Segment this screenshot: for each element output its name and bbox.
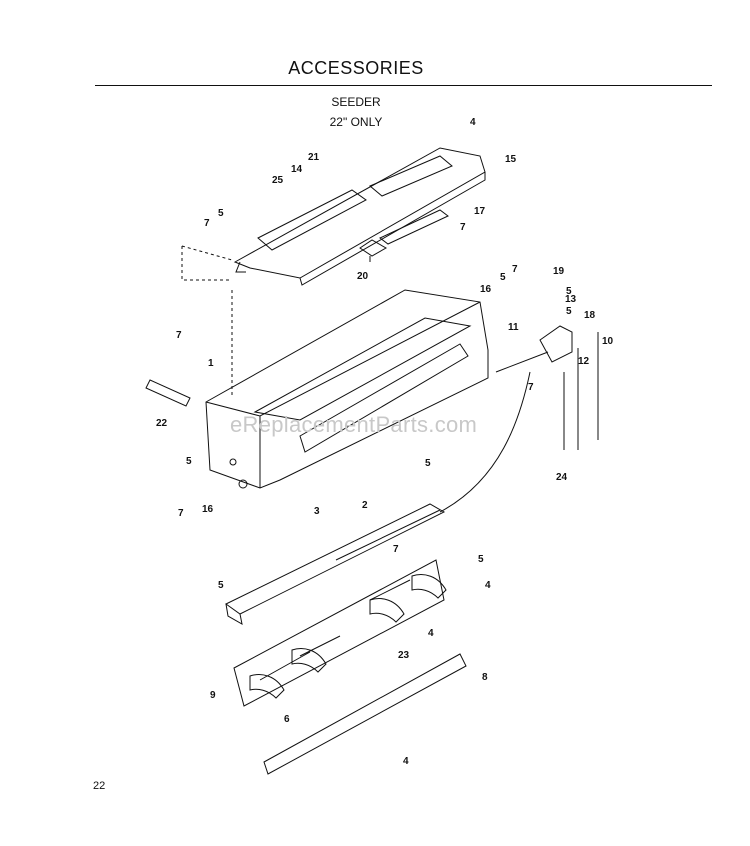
callout-4d: 4 bbox=[403, 756, 409, 767]
shaft-drawing bbox=[225, 503, 446, 625]
mount-plate-drawing bbox=[233, 559, 447, 707]
callout-5b: 5 bbox=[500, 272, 506, 283]
callout-4c: 4 bbox=[428, 628, 434, 639]
callout-13: 13 bbox=[565, 294, 577, 305]
callout-5e: 5 bbox=[186, 456, 192, 467]
callout-7e: 7 bbox=[528, 382, 534, 393]
callout-7a: 7 bbox=[460, 222, 466, 233]
callout-4b: 4 bbox=[485, 580, 491, 591]
page-number: 22 bbox=[93, 780, 106, 792]
callout-7g: 7 bbox=[393, 544, 399, 555]
callout-7b: 7 bbox=[204, 218, 210, 229]
callout-21: 21 bbox=[308, 152, 320, 163]
callout-7f: 7 bbox=[178, 508, 184, 519]
callout-4a: 4 bbox=[470, 117, 476, 128]
callout-14: 14 bbox=[291, 164, 303, 175]
callout-5a: 5 bbox=[218, 208, 224, 219]
plate-drawing bbox=[379, 209, 449, 245]
decal-drawing bbox=[145, 379, 191, 407]
callout-15: 15 bbox=[505, 154, 517, 165]
callout-16b: 16 bbox=[202, 504, 214, 515]
rod-drawing bbox=[495, 351, 549, 373]
callout-20: 20 bbox=[357, 271, 369, 282]
callout-5c: 5 bbox=[566, 286, 572, 297]
callout-12: 12 bbox=[578, 356, 590, 367]
seed-strip-drawing bbox=[263, 653, 467, 775]
callout-2: 2 bbox=[362, 500, 368, 511]
callout-11: 11 bbox=[508, 322, 519, 333]
bracket-drawing bbox=[359, 239, 388, 262]
callout-5d: 5 bbox=[566, 306, 572, 317]
callout-24: 24 bbox=[556, 472, 568, 483]
page-title: ACCESSORIES bbox=[288, 58, 424, 78]
callout-5g: 5 bbox=[478, 554, 484, 565]
callout-18: 18 bbox=[584, 310, 596, 321]
callout-1: 1 bbox=[208, 358, 214, 369]
callout-9: 9 bbox=[210, 690, 216, 701]
callout-16a: 16 bbox=[480, 284, 492, 295]
callout-8: 8 bbox=[482, 672, 488, 683]
callout-6: 6 bbox=[284, 714, 290, 725]
callout-labels: 4 15 21 14 25 17 7 7 5 20 19 7 5 16 5 13… bbox=[156, 117, 614, 767]
top-cover-drawing bbox=[233, 147, 486, 286]
section-note: 22" ONLY bbox=[329, 115, 383, 129]
links-drawing bbox=[563, 332, 599, 450]
callout-25: 25 bbox=[272, 175, 284, 186]
hopper-drawing bbox=[205, 289, 489, 489]
cable-drawing bbox=[439, 371, 531, 513]
callout-17: 17 bbox=[474, 206, 486, 217]
callout-7d: 7 bbox=[176, 330, 182, 341]
callout-3: 3 bbox=[314, 506, 320, 517]
callout-7c: 7 bbox=[512, 264, 518, 275]
section-subtitle: SEEDER bbox=[331, 95, 381, 109]
callout-5h: 5 bbox=[218, 580, 224, 591]
callout-19: 19 bbox=[553, 266, 565, 277]
callout-23: 23 bbox=[398, 650, 410, 661]
watermark: eReplacementParts.com bbox=[230, 412, 478, 437]
title-rule bbox=[95, 85, 712, 86]
lever-bracket-drawing bbox=[539, 325, 573, 363]
callout-5f: 5 bbox=[425, 458, 431, 469]
callout-22: 22 bbox=[156, 418, 168, 429]
callout-10: 10 bbox=[602, 336, 614, 347]
